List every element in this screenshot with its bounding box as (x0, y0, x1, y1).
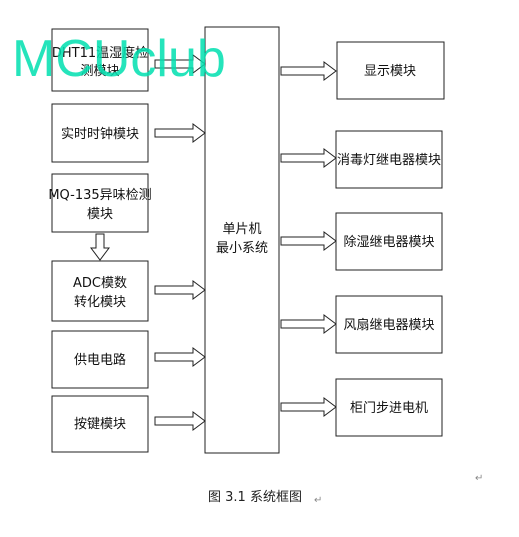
uv-relay-module-block (335, 130, 443, 189)
mq135-module-label-line1: MQ-135异味检测 (48, 188, 151, 203)
arrow-mcu-to-dehumid-relay (280, 231, 337, 251)
arrow-dht11-to-mcu (154, 54, 206, 74)
adc-module-label-line1: ADC模数 (73, 276, 127, 291)
power-module-block (51, 330, 149, 389)
mq135-module-block (51, 173, 149, 233)
arrow-mcu-to-display (280, 61, 337, 81)
dht11-module-label-line1: DHT11温湿度检 (52, 45, 148, 61)
arrow-mcu-to-fan-relay (280, 314, 337, 334)
arrow-mcu-to-uv-relay (280, 148, 337, 168)
mcu-block (204, 26, 280, 454)
fan-relay-module-label: 风扇继电器模块 (343, 317, 434, 333)
mcu-label-line1: 单片机 (222, 222, 261, 237)
paragraph-mark: ↵ (475, 473, 483, 484)
door-motor-module-block (335, 378, 443, 437)
arrow-rtc-to-mcu (154, 123, 206, 143)
mcu-label-line2: 最小系统 (216, 241, 268, 256)
adc-module-label-line2: 转化模块 (74, 295, 126, 310)
arrow-mq135-to-adc (90, 233, 110, 261)
dht11-module-label-line2: 测模块 (80, 64, 119, 79)
rtc-module-label: 实时时钟模块 (61, 126, 139, 142)
dehumid-relay-module-label: 除湿继电器模块 (343, 235, 434, 250)
caption-paragraph-mark: ↵ (314, 495, 322, 506)
door-motor-module-label: 柜门步进电机 (350, 401, 428, 416)
arrow-key-to-mcu (154, 411, 206, 431)
fan-relay-module-block (335, 295, 443, 354)
watermark-logo: MCUclub (12, 30, 226, 88)
figure-caption: 图 3.1 系统框图 (208, 490, 302, 505)
arrow-mcu-to-door-motor (280, 397, 337, 417)
key-module-block (51, 395, 149, 453)
arrow-power-to-mcu (154, 347, 206, 367)
dht11-module-block (51, 28, 149, 92)
mq135-module-label-line2: 模块 (87, 207, 113, 222)
rtc-module-block (51, 103, 149, 163)
display-module-block (336, 41, 445, 100)
adc-module-block (51, 260, 149, 322)
dehumid-relay-module-block (335, 212, 443, 271)
display-module-label: 显示模块 (364, 64, 416, 79)
key-module-label: 按键模块 (74, 417, 126, 432)
arrow-adc-to-mcu (154, 280, 206, 300)
power-module-label: 供电电路 (74, 352, 126, 368)
uv-relay-module-label: 消毒灯继电器模块 (337, 153, 441, 168)
